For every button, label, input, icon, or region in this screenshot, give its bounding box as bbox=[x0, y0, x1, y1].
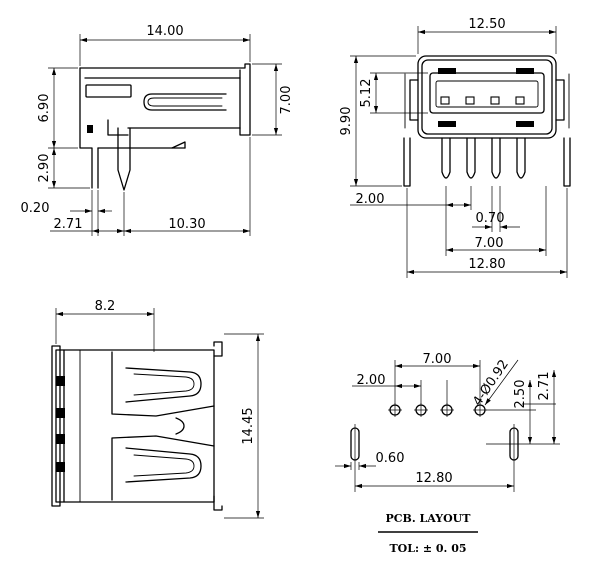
pcb-hole-label: 4-Ø0.92 bbox=[470, 357, 512, 409]
front-overall-height-label: 9.90 bbox=[339, 107, 354, 136]
side-front-pin-label: 2.71 bbox=[54, 217, 83, 232]
front-view-dimensions: 12.50 5.12 9.90 2.00 0.70 7.00 bbox=[339, 17, 568, 278]
front-leg-span-label: 12.80 bbox=[468, 257, 505, 272]
side-view-outline bbox=[79, 63, 251, 191]
pcb-slot-span-label: 12.80 bbox=[415, 471, 452, 486]
top-length-label: 14.45 bbox=[241, 407, 256, 444]
side-right-height-label: 7.00 bbox=[279, 86, 294, 115]
pcb-dimensions: 7.00 2.00 4-Ø0.92 2.50 2.71 0.60 12.80 bbox=[335, 352, 560, 492]
side-pin-span-label: 10.30 bbox=[168, 217, 205, 232]
pcb-span-label: 7.00 bbox=[423, 352, 452, 367]
pcb-notes: PCB. LAYOUT TOL: ± 0. 05 bbox=[378, 512, 478, 555]
side-top-height-label: 6.90 bbox=[37, 94, 52, 123]
side-view: 14.00 6.90 7.00 2.90 0.20 2.71 10.30 bbox=[21, 24, 294, 236]
top-view-outline bbox=[51, 341, 223, 511]
pcb-title: PCB. LAYOUT bbox=[386, 512, 472, 525]
top-depth-label: 8.2 bbox=[95, 299, 116, 314]
side-view-dimensions: 14.00 6.90 7.00 2.90 0.20 2.71 10.30 bbox=[21, 24, 294, 236]
front-pin-offset-label: 2.00 bbox=[356, 192, 385, 207]
pcb-tolerance: TOL: ± 0. 05 bbox=[389, 542, 466, 555]
front-view-outline bbox=[403, 55, 571, 187]
side-leg-height-label: 2.90 bbox=[37, 154, 52, 183]
top-view-dimensions: 8.2 14.45 bbox=[55, 299, 264, 519]
top-view: 8.2 14.45 bbox=[51, 299, 264, 519]
pcb-row-offset-label: 2.50 bbox=[513, 380, 528, 409]
pcb-slot-offset-label: 2.71 bbox=[537, 372, 552, 401]
front-width-label: 12.50 bbox=[468, 17, 505, 32]
pcb-pitch-label: 2.00 bbox=[357, 373, 386, 388]
pcb-slot-width-label: 0.60 bbox=[376, 451, 405, 466]
side-width-label: 14.00 bbox=[146, 24, 183, 39]
pcb-layout: 7.00 2.00 4-Ø0.92 2.50 2.71 0.60 12.80 bbox=[335, 352, 560, 555]
front-opening-height-label: 5.12 bbox=[359, 79, 374, 108]
front-pin-span-label: 7.00 bbox=[475, 236, 504, 251]
front-view: 12.50 5.12 9.90 2.00 0.70 7.00 bbox=[339, 17, 571, 278]
front-pin-width-label: 0.70 bbox=[476, 211, 505, 226]
side-pin-thickness-label: 0.20 bbox=[21, 201, 50, 216]
